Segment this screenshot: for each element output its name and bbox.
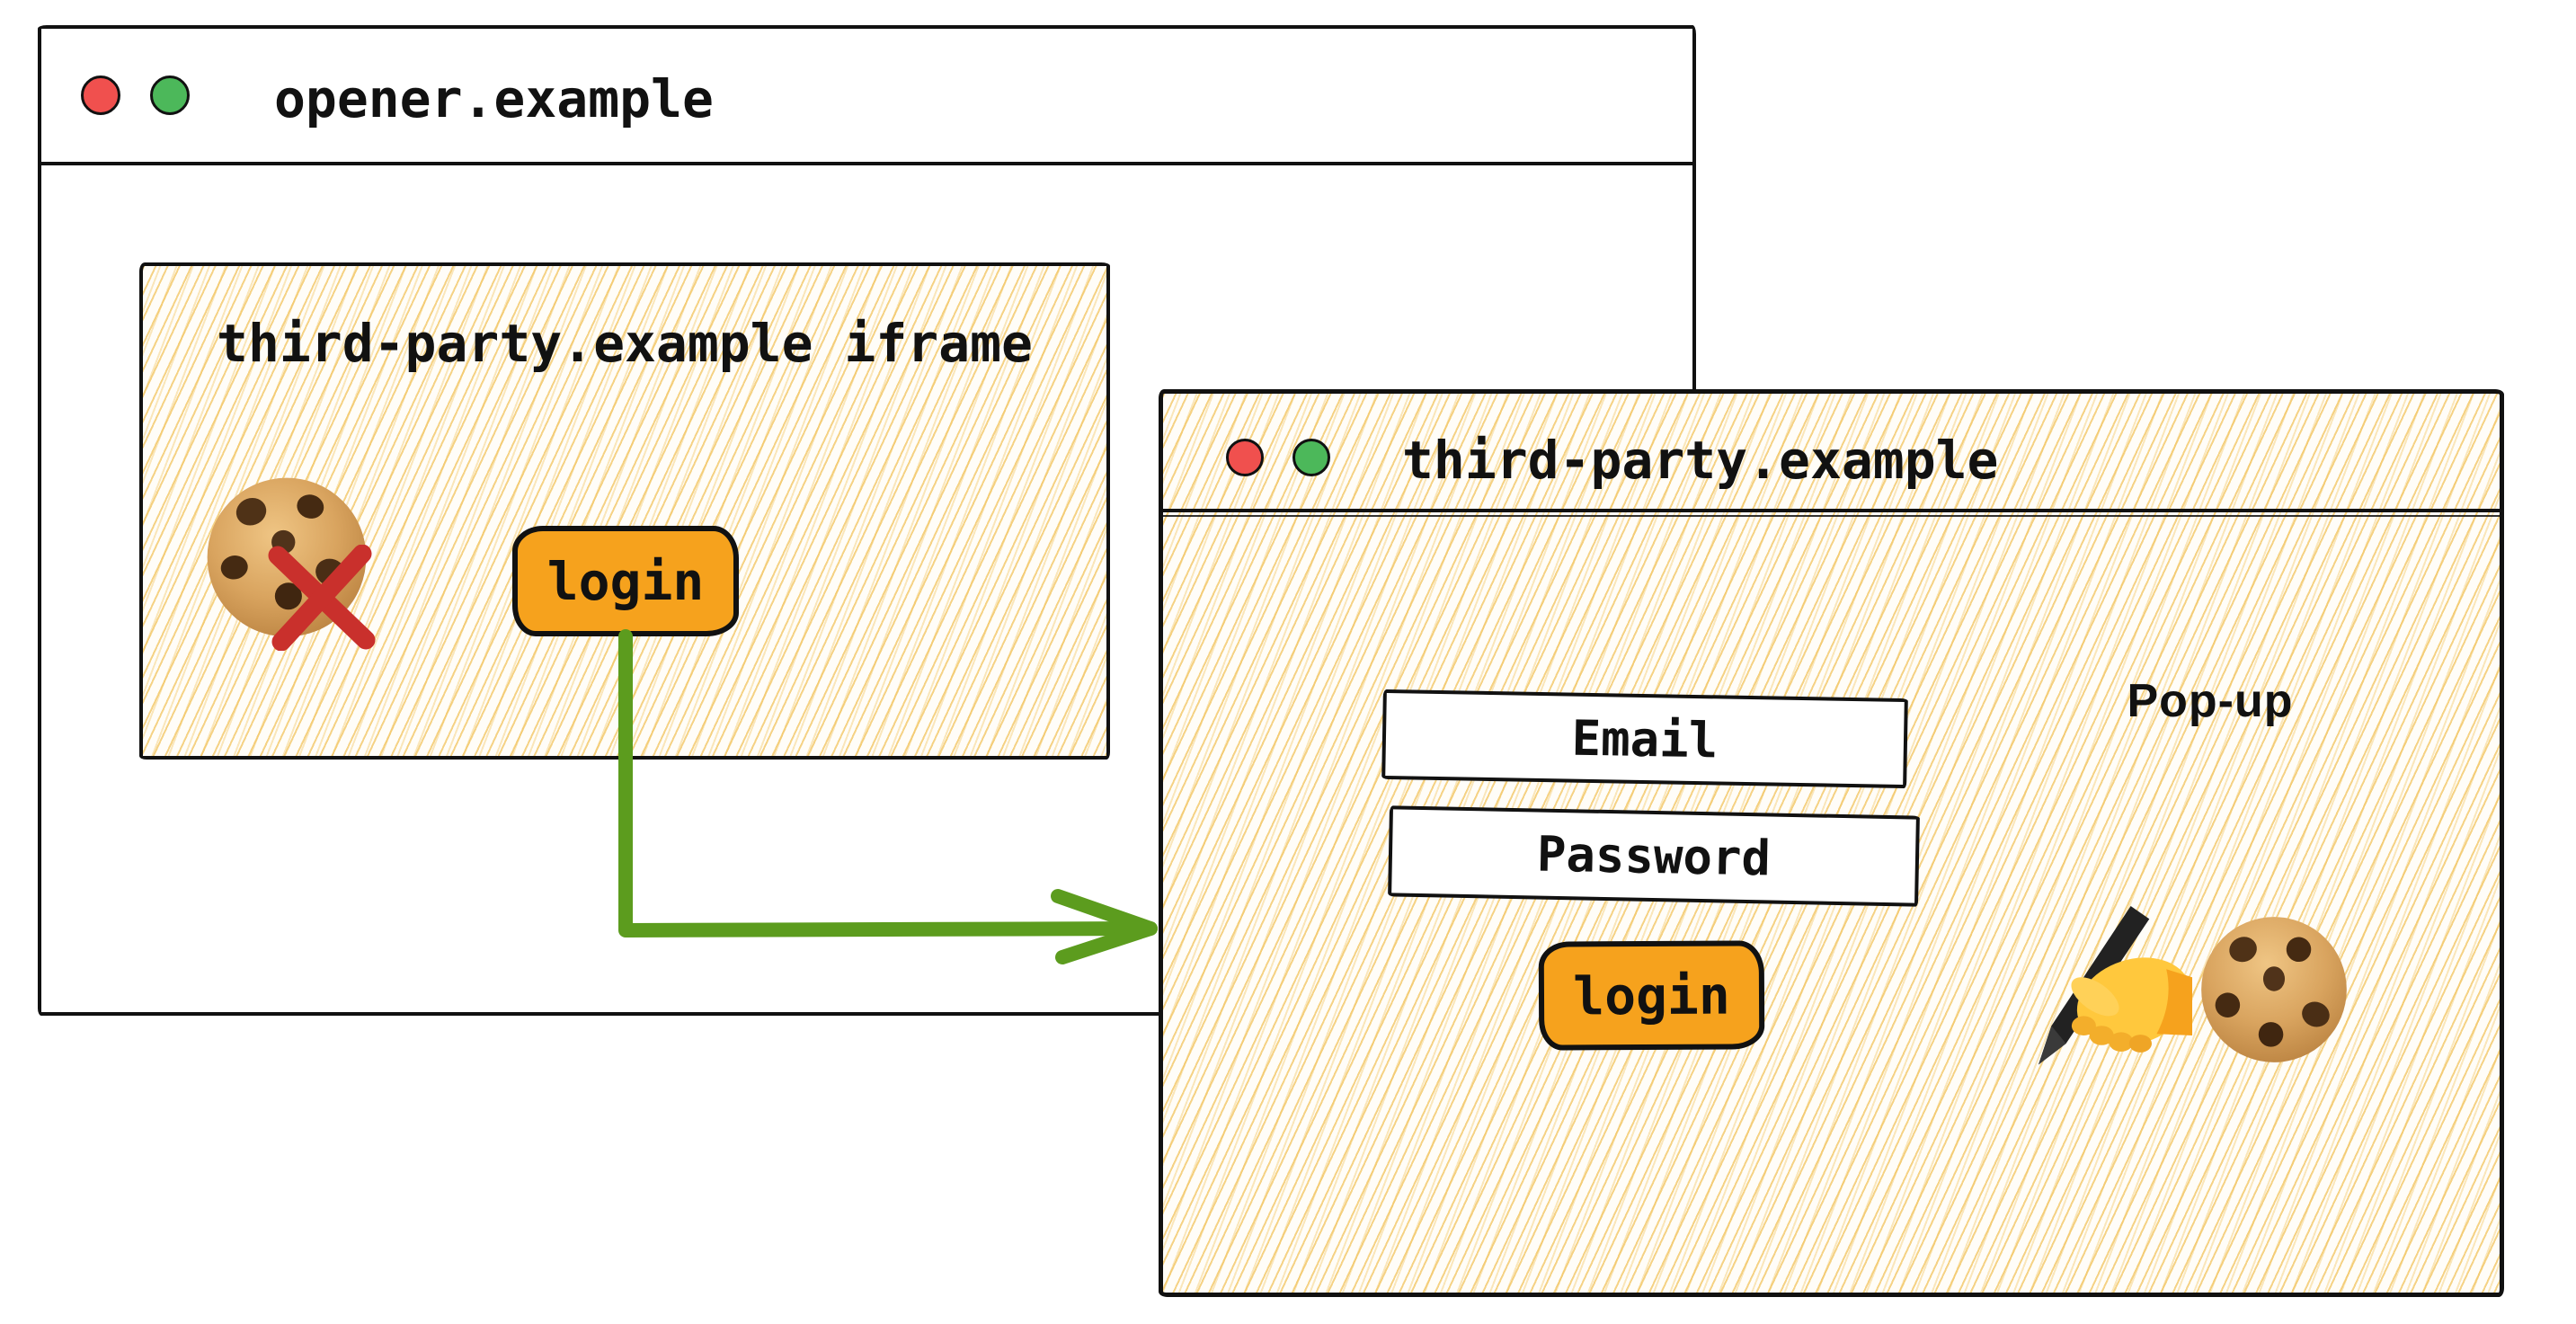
popup-titlebar: third-party.example <box>1163 394 2500 517</box>
iframe-title: third-party.example iframe <box>217 313 1033 374</box>
popup-window-title: third-party.example <box>1402 430 1999 491</box>
popup-traffic-light-green-icon <box>1292 439 1330 476</box>
writing-hand-icon <box>2039 906 2192 1065</box>
iframe-login-label: login <box>546 550 705 612</box>
iframe-login-button[interactable]: login <box>512 526 739 636</box>
email-field[interactable]: Email <box>1381 689 1908 789</box>
popup-login-label: login <box>1573 964 1730 1026</box>
popup-label: Pop-up <box>2127 675 2294 727</box>
password-field-placeholder: Password <box>1536 825 1772 887</box>
traffic-light-green-icon <box>150 76 190 115</box>
popup-login-button[interactable]: login <box>1538 940 1765 1051</box>
third-party-iframe: third-party.example iframe <box>139 262 1110 760</box>
opener-window-title: opener.example <box>274 68 714 129</box>
blocked-cross-icon <box>268 545 376 651</box>
traffic-light-red-icon <box>81 76 120 115</box>
popup-traffic-light-red-icon <box>1226 439 1264 476</box>
email-field-placeholder: Email <box>1571 709 1719 769</box>
popup-cookie-icon <box>2201 917 2347 1062</box>
opener-titlebar: opener.example <box>41 29 1692 165</box>
password-field[interactable]: Password <box>1388 805 1920 907</box>
popup-window: third-party.example Pop-up Email Passwor… <box>1159 389 2504 1297</box>
